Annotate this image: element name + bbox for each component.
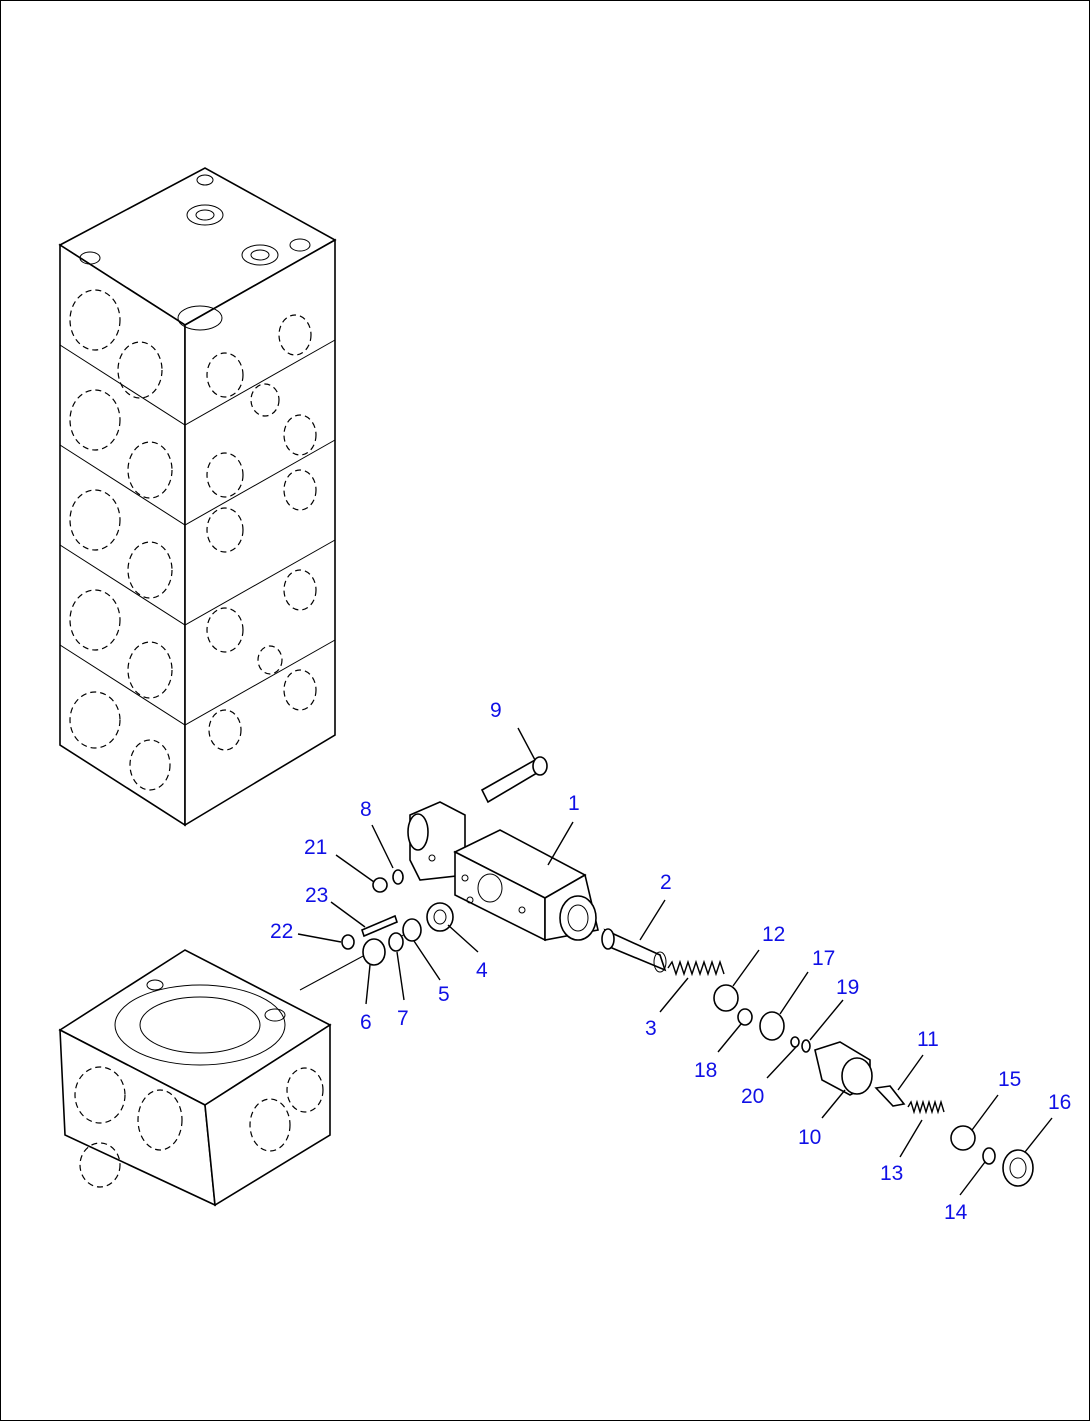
callout-21: 21 <box>304 836 327 859</box>
callout-5: 5 <box>438 983 450 1006</box>
part-16-cap-nut <box>1002 1149 1034 1187</box>
part-5-o-ring <box>402 918 422 942</box>
callout-11: 11 <box>917 1028 939 1051</box>
callout-6: 6 <box>360 1011 372 1034</box>
callout-8: 8 <box>360 798 372 821</box>
part-12-o-ring <box>713 984 739 1012</box>
callout-19: 19 <box>836 976 859 999</box>
part-15-adjuster <box>950 1125 976 1151</box>
part-21-plug <box>372 877 388 893</box>
callout-9: 9 <box>490 699 502 722</box>
leader-lines <box>297 727 1053 1196</box>
callout-13: 13 <box>880 1162 903 1185</box>
part-18-ring <box>737 1008 753 1026</box>
part-19-ring <box>801 1039 811 1053</box>
part-10-relief-valve <box>814 1041 873 1096</box>
callout-4: 4 <box>476 959 488 982</box>
part-8-o-ring <box>392 869 404 885</box>
callout-14: 14 <box>944 1201 968 1224</box>
main-valve-block <box>58 167 337 827</box>
part-3-spring <box>667 959 725 977</box>
callout-3: 3 <box>645 1017 657 1040</box>
callout-2: 2 <box>660 871 672 894</box>
callout-10: 10 <box>798 1126 821 1149</box>
callout-12: 12 <box>762 923 785 946</box>
assembly-axis-line <box>299 954 366 991</box>
part-14-o-ring <box>982 1147 996 1165</box>
callout-7: 7 <box>397 1007 409 1030</box>
part-11-poppet <box>874 1085 906 1107</box>
callout-23: 23 <box>305 884 328 907</box>
part-7-ring <box>388 932 404 952</box>
part-17-sleeve <box>759 1011 785 1041</box>
callout-20: 20 <box>741 1085 764 1108</box>
part-23-pin <box>361 914 398 938</box>
part-1-valve-body <box>407 801 599 942</box>
callout-18: 18 <box>694 1059 717 1082</box>
callout-22: 22 <box>270 920 293 943</box>
callout-labels: 9 1 8 21 23 22 6 7 5 4 2 3 12 17 19 18 2… <box>270 699 1071 1224</box>
lower-valve-section <box>58 949 332 1207</box>
part-2-spool <box>601 928 667 973</box>
callout-17: 17 <box>812 947 835 970</box>
part-13-spring <box>907 1099 945 1115</box>
callout-1: 1 <box>568 792 580 815</box>
part-6-plug <box>362 938 386 966</box>
part-9-bolt <box>480 756 548 804</box>
part-4-plug <box>426 902 454 932</box>
callout-15: 15 <box>998 1068 1021 1091</box>
part-22-o-ring <box>341 934 355 950</box>
callout-16: 16 <box>1048 1091 1071 1114</box>
part-20-ring <box>790 1036 800 1048</box>
